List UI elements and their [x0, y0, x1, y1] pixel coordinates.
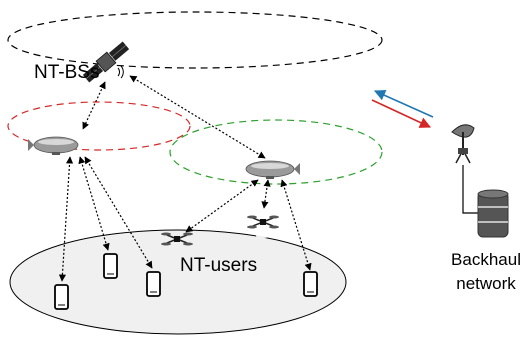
phone-icon — [303, 271, 318, 297]
drone-icon — [161, 232, 193, 246]
backhaul-line2: network — [456, 274, 516, 293]
backhaul-label: Backhaul network — [444, 248, 528, 296]
backhaul-line1: Backhaul — [451, 250, 521, 269]
phone-icon — [103, 253, 118, 279]
airship-icon — [28, 136, 79, 155]
downlink-arrow — [371, 99, 432, 128]
phone-icon — [146, 271, 161, 297]
ground-station-icon — [451, 124, 475, 164]
wireless-links — [58, 75, 312, 282]
satellite-orbit — [7, 11, 383, 69]
satellite-icon — [82, 41, 130, 83]
phone-icon — [54, 284, 69, 310]
server-icon — [477, 189, 509, 238]
ground-area — [9, 229, 347, 335]
drone-icon — [247, 215, 279, 238]
backhaul-connector — [462, 165, 478, 214]
nt-users-label: NT-users — [180, 255, 258, 276]
airship-icon — [245, 160, 300, 179]
signal-icon — [117, 65, 124, 79]
nt-bs-label: NT-BSs — [34, 62, 100, 83]
uplink-arrow — [373, 90, 434, 118]
